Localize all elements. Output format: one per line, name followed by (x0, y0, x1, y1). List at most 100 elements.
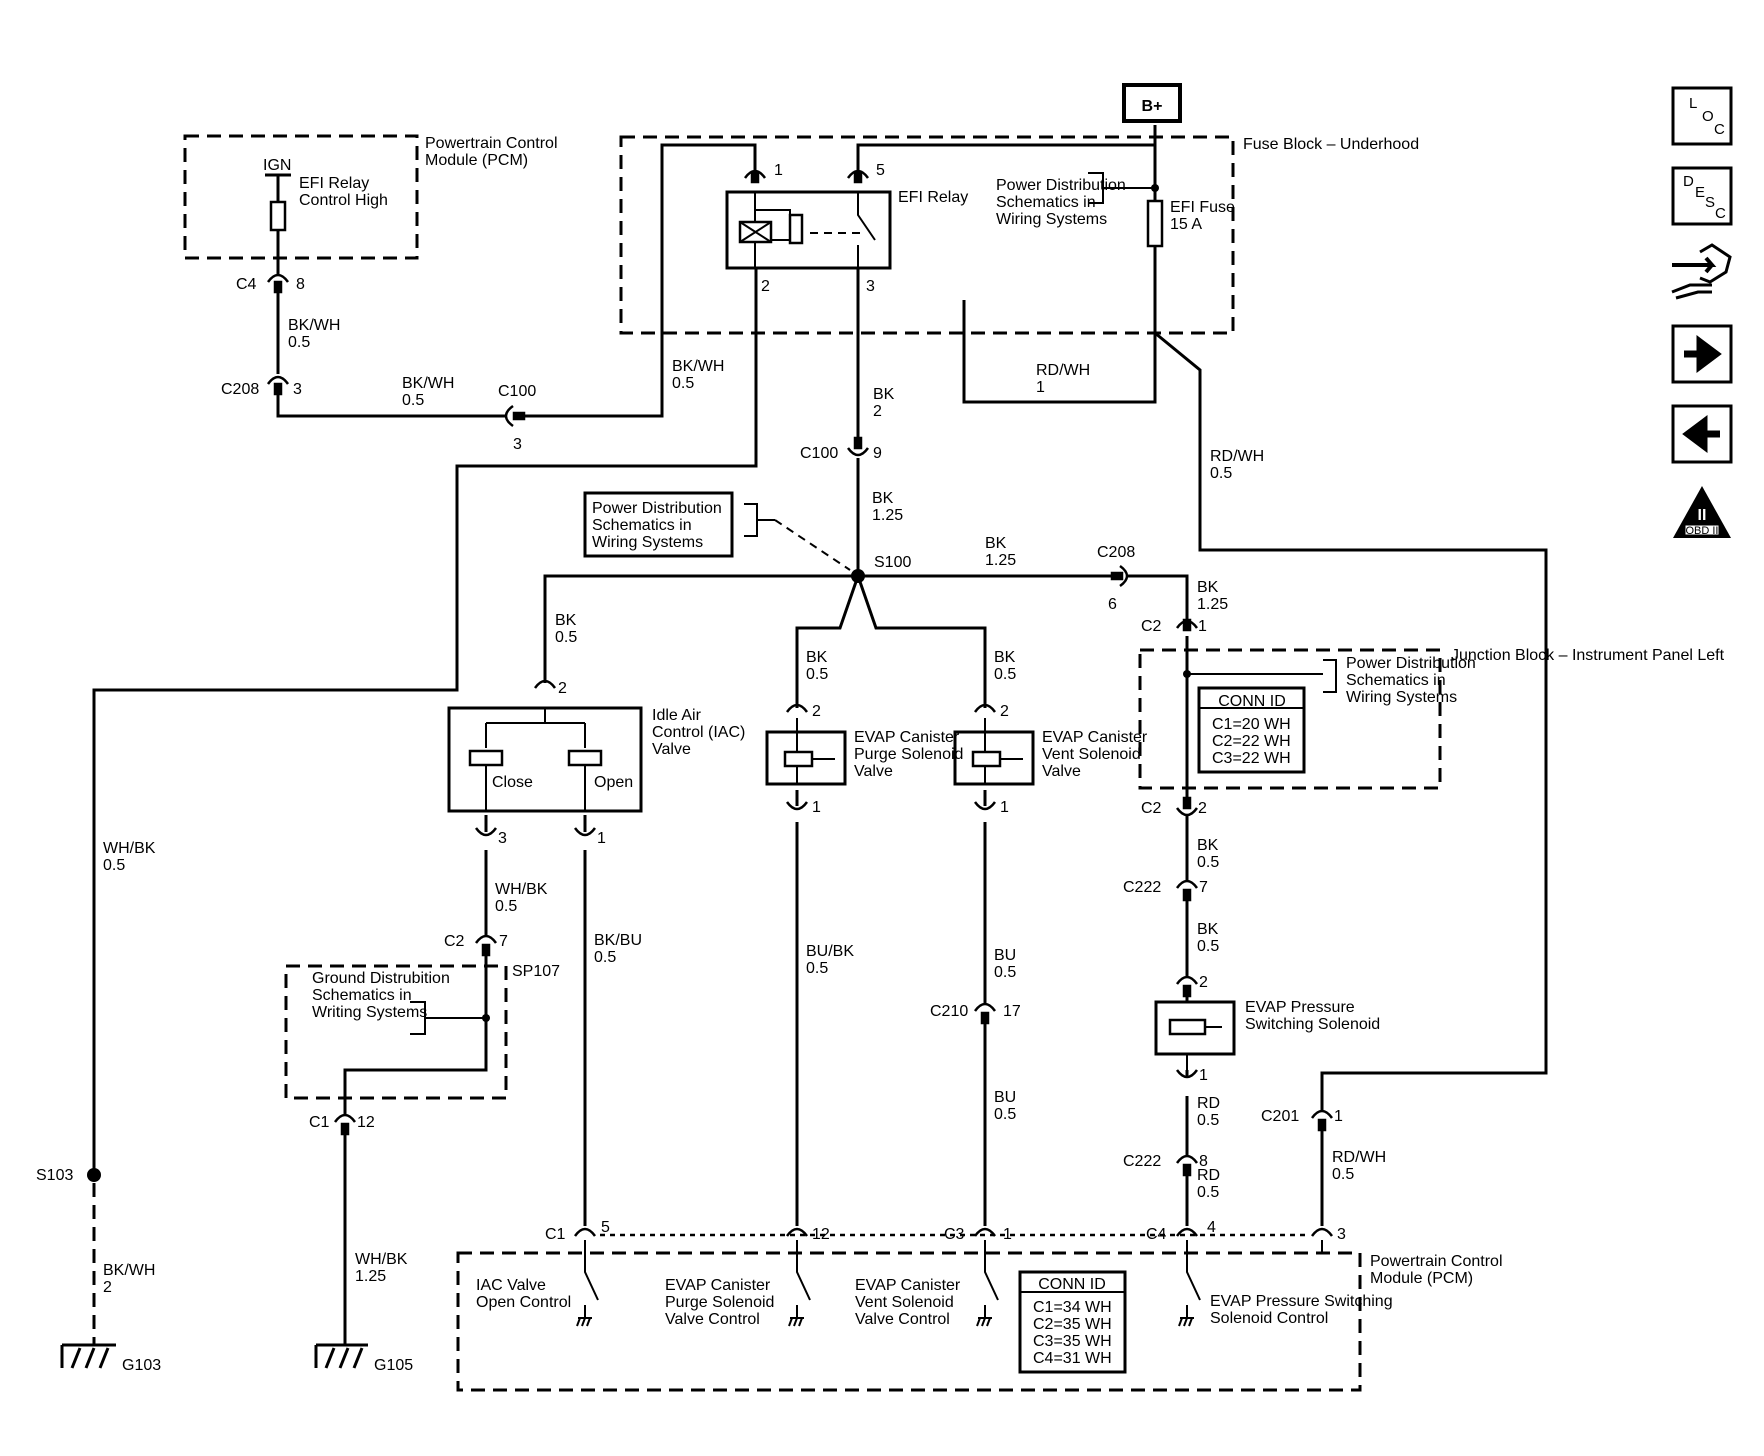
g103: G103 (122, 1357, 161, 1374)
relay-switch (857, 192, 876, 268)
c222-b: C222 (1123, 1153, 1161, 1170)
purge-internal (796, 718, 835, 784)
pcm-c4: C4 (1146, 1226, 1167, 1243)
pcm-connid-title: CONN ID (1038, 1276, 1106, 1293)
ground-ref-box (284, 964, 508, 1100)
iac-internal (485, 708, 586, 811)
c210: C210 (930, 1003, 968, 1020)
c4-top-pin: 8 (296, 276, 305, 293)
wire-iac3-down (343, 815, 488, 1345)
relay-pin5: 5 (876, 162, 885, 179)
pcm-top-box (183, 134, 419, 260)
wire-relay5-to-fuse (856, 125, 1157, 178)
junction-connid-box (1197, 686, 1306, 774)
c208-left-pin: 3 (293, 381, 302, 398)
c2-iac-pin: 7 (499, 933, 508, 950)
ground-g103 (60, 1343, 116, 1369)
fuse-block-box (619, 135, 1235, 335)
wire-rdwh-to-c201 (1154, 331, 1548, 1110)
previous-arrow-icon[interactable] (1671, 404, 1733, 464)
c222-a: C222 (1123, 879, 1161, 896)
wire-s100-fork (795, 575, 987, 708)
vent-internal (984, 718, 1023, 784)
c4-top: C4 (236, 276, 257, 293)
c201: C201 (1261, 1108, 1299, 1125)
junction-connid-2: C2=22 WH (1212, 733, 1291, 750)
wire-s100-bus (543, 574, 1112, 683)
ground-g105 (314, 1343, 368, 1369)
c2-top: C2 (1141, 618, 1162, 635)
relay-pin1: 1 (774, 162, 783, 179)
pcm-purge-pin: 12 (812, 1226, 830, 1243)
location-icon[interactable]: L O C (1671, 86, 1733, 146)
c2-bot-pin: 2 (1198, 800, 1207, 817)
iac-pin2: 2 (558, 680, 567, 697)
efi-relay-label: EFI Relay (898, 189, 968, 206)
pressure-coil (1168, 1018, 1207, 1036)
pressure-internal (1186, 1026, 1222, 1070)
sp107: SP107 (512, 963, 560, 980)
wire-c208-to-c2 (1128, 574, 1189, 620)
description-icon[interactable]: D E S C (1671, 166, 1733, 226)
description-icon-c: C (1715, 205, 1726, 222)
description-icon-d: D (1683, 173, 1694, 190)
power-ref-dashed (774, 519, 851, 571)
power-ref-box (583, 491, 734, 558)
diagnostic-hand-icon[interactable] (1671, 243, 1732, 300)
c100-left-pin: 3 (513, 436, 522, 453)
wire-pcm-to-c208 (276, 258, 505, 418)
obd2-icon[interactable]: II OBD II (1673, 486, 1731, 538)
s100-splice (851, 569, 865, 583)
pcm-connid-1: C1=34 WH (1033, 1299, 1112, 1316)
c208-left: C208 (221, 381, 259, 398)
relay-coil-x (739, 221, 772, 243)
pcm-connid-box (1018, 1270, 1127, 1374)
pcm-c3: C3 (944, 1226, 965, 1243)
wire-relay2-to-s103 (92, 268, 758, 1175)
pcm-c3-pin: 1 (1003, 1226, 1012, 1243)
purge-coil (783, 750, 814, 768)
junction-splice (1183, 670, 1191, 678)
pcm-switches (576, 1240, 1323, 1327)
iac-close: Close (492, 774, 533, 791)
ign-label: IGN (263, 157, 291, 174)
pressure-pin2: 2 (1199, 974, 1208, 991)
junction-connid-title: CONN ID (1218, 693, 1286, 710)
iac-open-coil (567, 749, 603, 767)
description-icon-s: S (1705, 194, 1715, 211)
g105: G105 (374, 1357, 413, 1374)
pressure-pin1: 1 (1199, 1067, 1208, 1084)
next-arrow-icon[interactable] (1671, 324, 1733, 384)
c100-mid: C100 (800, 445, 838, 462)
pcm-bottom-box (456, 1251, 1362, 1392)
iac-pin3: 3 (498, 830, 507, 847)
vent-pin2: 2 (1000, 703, 1009, 720)
iac-open: Open (594, 774, 633, 791)
pcm-connid-2: C2=35 WH (1033, 1316, 1112, 1333)
c222-a-pin: 7 (1199, 879, 1208, 896)
connector-arcs (266, 169, 1334, 1237)
s103: S103 (36, 1167, 73, 1184)
